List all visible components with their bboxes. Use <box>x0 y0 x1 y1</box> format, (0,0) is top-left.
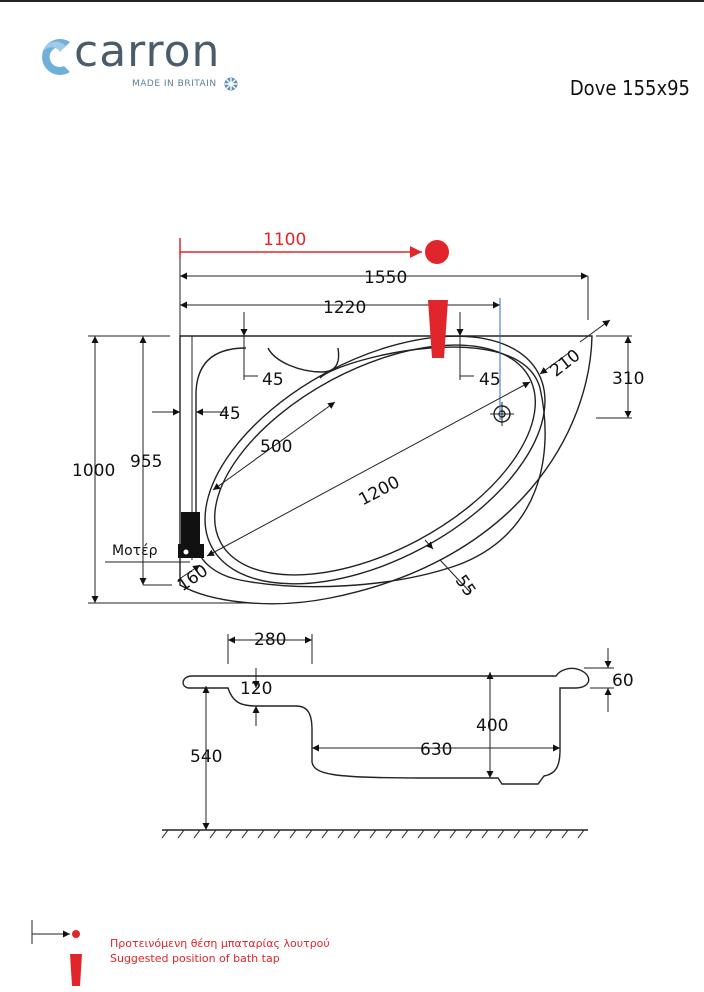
motor-label: Μοτέρ <box>112 543 158 559</box>
top-border <box>0 0 704 2</box>
motor-block <box>181 512 200 544</box>
floor-hatch <box>161 829 585 839</box>
dim-inner-width: 955 <box>130 452 162 472</box>
plan-basin-inner <box>213 344 537 576</box>
plan-outer-outline <box>179 335 593 605</box>
dim-overall-length: 1550 <box>364 268 407 288</box>
legend-english: Suggested position of bath tap <box>110 952 280 965</box>
dim-water-depth: 400 <box>476 716 508 736</box>
dim-step-width: 280 <box>254 630 286 650</box>
carron-logo <box>30 30 260 100</box>
dim-floor-length: 630 <box>420 740 452 760</box>
dim-inner-length: 1220 <box>323 298 366 318</box>
dim-right-height: 310 <box>612 369 644 389</box>
legend-greek: Προτεινόμενη θέση μπαταρίας λουτρού <box>110 937 330 950</box>
tap-position-icon <box>425 240 449 264</box>
dim-step-depth: 120 <box>240 679 272 699</box>
legend: Προτεινόμενη θέση μπαταρίας λουτρού Sugg… <box>110 936 330 966</box>
tap-indicator <box>179 238 449 358</box>
brand-name: carron <box>74 26 221 77</box>
plan-view <box>179 335 593 605</box>
dim-basin-length: 1200 <box>356 472 404 510</box>
section-dimension-lines <box>162 634 614 831</box>
legend-tap-icon <box>31 920 82 986</box>
tap-spout-icon <box>428 300 448 358</box>
section-outline <box>182 667 590 785</box>
dim-rim-left-top: 45 <box>262 370 284 390</box>
dim-leg-height: 540 <box>190 747 222 767</box>
side-section-view <box>182 667 590 785</box>
union-flag-icon <box>224 77 238 91</box>
logo-swirl-icon <box>42 39 70 75</box>
dim-overall-width: 1000 <box>72 461 115 481</box>
dim-corner-cut: 210 <box>547 346 585 382</box>
brand-tagline: MADE IN BRITAIN <box>132 79 217 89</box>
dim-rim-right-top: 45 <box>479 370 501 390</box>
dim-seat-depth: 500 <box>260 437 292 457</box>
model-title: Dove 155x95 <box>569 76 690 100</box>
dim-rim-left-side: 45 <box>219 404 241 424</box>
plan-seat-notch <box>267 347 340 373</box>
dim-rim-height: 60 <box>612 671 634 691</box>
dim-tap-offset: 1100 <box>263 230 306 250</box>
